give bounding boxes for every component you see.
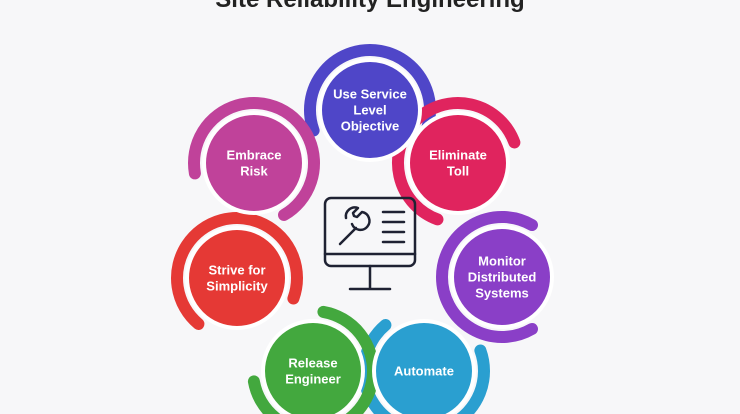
ring-arc-monitor-distributed [436, 211, 538, 343]
node-label-release-engineer-0: Release [288, 356, 337, 371]
node-label-use-slo-1: Level [353, 103, 386, 118]
node-circle-use-slo [318, 58, 422, 162]
ring-arc-automate [358, 319, 490, 414]
node-label-monitor-distributed-2: Systems [475, 286, 528, 301]
node-label-embrace-risk-0: Embrace [227, 148, 282, 163]
node-label-eliminate-toil-1: Toll [447, 164, 469, 179]
node-circle-eliminate-toil [406, 111, 510, 215]
node-label-release-engineer-1: Engineer [285, 372, 341, 387]
node-label-automate-0: Automate [394, 364, 454, 379]
node-label-embrace-risk-1: Risk [240, 164, 268, 179]
node-label-use-slo-0: Use Service [333, 87, 407, 102]
node-circle-strive-simplicity [185, 226, 289, 330]
ring-arc-strive-simplicity [171, 212, 303, 330]
node-circle-automate [372, 319, 476, 414]
page-title: Site Reliability Engineering [0, 0, 740, 14]
node-circle-release-engineer [261, 319, 365, 414]
node-label-monitor-distributed-1: Distributed [468, 270, 537, 285]
ring-arc-release-engineer [247, 305, 379, 414]
node-circle-embrace-risk [202, 111, 306, 215]
monitor-wrench-icon [323, 196, 417, 291]
node-circle-monitor-distributed [450, 225, 554, 329]
node-automate: Automate [372, 319, 476, 414]
ring-arc-embrace-risk [188, 97, 320, 221]
node-label-strive-simplicity-1: Simplicity [206, 279, 268, 294]
node-label-eliminate-toil-0: Eliminate [429, 148, 487, 163]
node-label-strive-simplicity-0: Strive for [208, 263, 265, 278]
node-label-use-slo-2: Objective [341, 119, 400, 134]
node-label-monitor-distributed-0: Monitor [478, 254, 526, 269]
